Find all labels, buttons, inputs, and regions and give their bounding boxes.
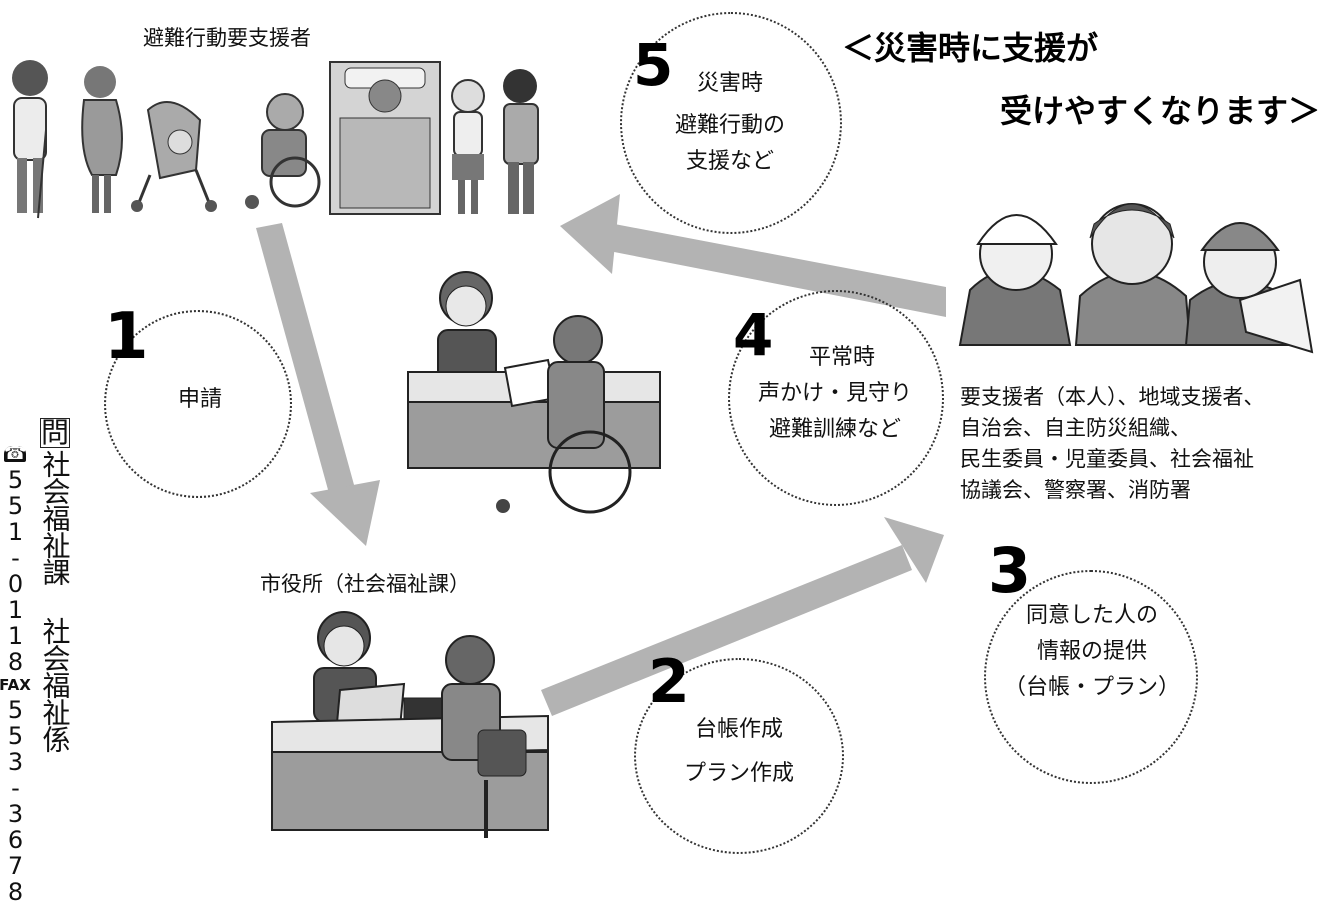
step-2-line: プラン作成 bbox=[683, 761, 794, 786]
step-5-line: 支援など bbox=[685, 149, 774, 174]
step-3-line: 同意した人の bbox=[1025, 603, 1158, 628]
community-supporters-illustration bbox=[958, 203, 1314, 354]
stakeholder-line: 民生委員・児童委員、社会福祉 bbox=[960, 447, 1254, 471]
stakeholder-list: 要支援者（本人）、地域支援者、 自治会、自主防災組織、 民生委員・児童委員、社会… bbox=[960, 382, 1265, 506]
step-2-circle bbox=[634, 658, 844, 854]
inquiry-mark: 問 bbox=[39, 416, 70, 449]
step-5-line: 避難行動の bbox=[674, 113, 785, 138]
city-office-label: 市役所（社会福祉課） bbox=[260, 572, 470, 596]
stakeholder-line: 自治会、自主防災組織、 bbox=[960, 416, 1191, 440]
stakeholder-line: 協議会、警察署、消防署 bbox=[960, 478, 1191, 502]
step-4-line: 声かけ・見守り bbox=[757, 381, 912, 406]
people-needing-support-illustration bbox=[12, 60, 539, 219]
step-1-text: 申請 bbox=[150, 382, 250, 418]
step-5-text: 災害時 避難行動の 支援など bbox=[660, 66, 800, 180]
step-3-number: 3 bbox=[988, 534, 1032, 607]
people-needing-support-label: 避難行動要支援者 bbox=[143, 26, 311, 50]
step-5-number: 5 bbox=[633, 31, 674, 99]
fax-label: FAX bbox=[0, 676, 31, 694]
step-4-circle bbox=[728, 290, 944, 506]
arrow-to-city-office bbox=[256, 223, 380, 546]
step-5-line: 災害時 bbox=[696, 71, 763, 96]
step-3-text: 同意した人の 情報の提供 （台帳・プラン） bbox=[992, 598, 1192, 706]
department-name: 社会福祉課 社会福祉係 bbox=[38, 450, 72, 752]
arrow-to-stakeholders bbox=[541, 517, 944, 716]
step-4-text: 平常時 声かけ・見守り 避難訓練など bbox=[740, 340, 930, 448]
step-2-line: 台帳作成 bbox=[694, 717, 783, 742]
fax-number: 553-3678 bbox=[1, 695, 30, 904]
contact-department-column: 問 社会福祉課 社会福祉係 bbox=[38, 418, 72, 752]
stakeholder-line: 要支援者（本人）、地域支援者、 bbox=[960, 385, 1265, 409]
city-office-illustration bbox=[271, 611, 549, 838]
contact-numbers-column: ☎ 551-0118 FAX 553-3678 bbox=[0, 443, 31, 904]
step-3-line: （台帳・プラン） bbox=[1003, 675, 1180, 700]
step-3-circle bbox=[984, 570, 1198, 784]
step-1-circle bbox=[104, 310, 292, 498]
step-2-text: 台帳作成 プラン作成 bbox=[664, 712, 814, 792]
step-5-circle bbox=[620, 12, 842, 234]
step-2-number: 2 bbox=[648, 647, 690, 717]
step-3-line: 情報の提供 bbox=[1036, 639, 1147, 664]
headline-line1: ＜災害時に支援が bbox=[842, 29, 1099, 67]
step-1-number: 1 bbox=[104, 300, 149, 374]
step-4-number: 4 bbox=[733, 301, 774, 369]
step-4-line: 平常時 bbox=[808, 345, 875, 370]
application-consultation-illustration bbox=[407, 271, 661, 514]
step-1-line: 申請 bbox=[177, 387, 222, 412]
headline-line2: 受けやすくなります＞ bbox=[1000, 92, 1321, 130]
phone-number: 551-0118 bbox=[1, 466, 30, 674]
step-4-line: 避難訓練など bbox=[768, 417, 901, 442]
phone-icon: ☎ bbox=[4, 443, 27, 464]
